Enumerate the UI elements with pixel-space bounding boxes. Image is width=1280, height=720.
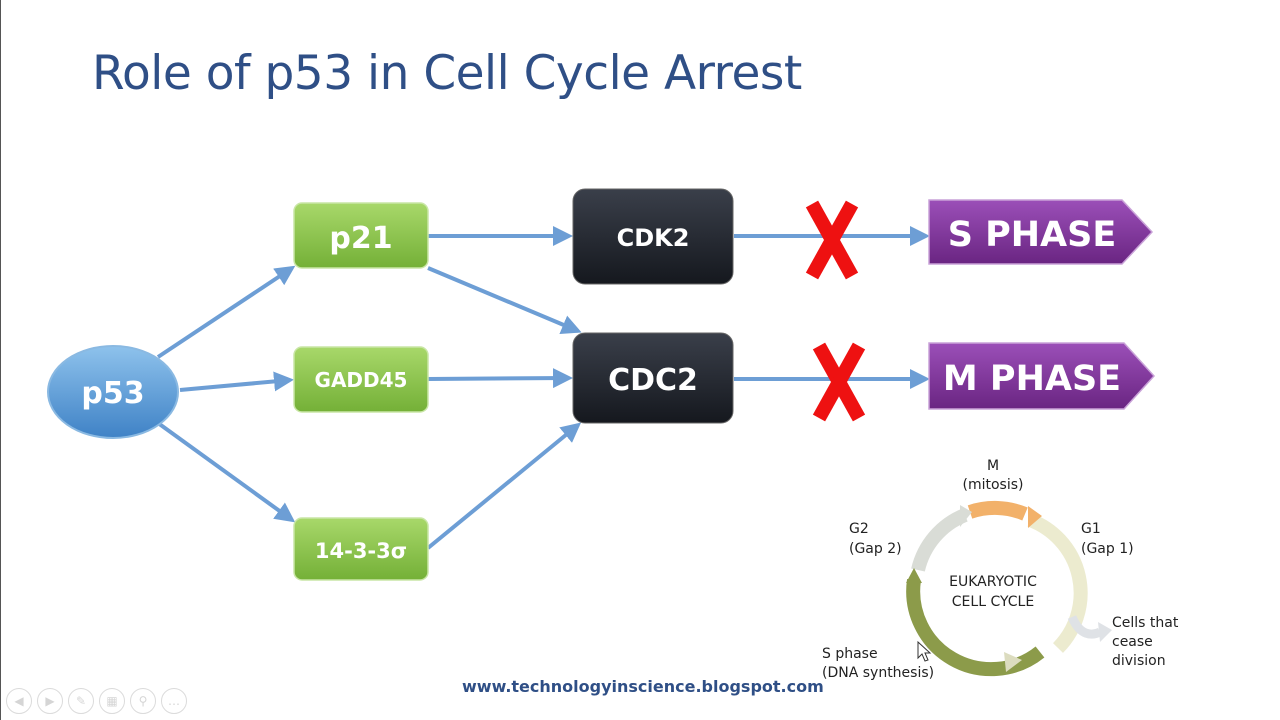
magnifier-icon: ⚲ — [139, 694, 148, 708]
cycle-exit-line3: division — [1112, 653, 1166, 669]
node-p53: p53 — [48, 346, 178, 438]
cycle-g1-sub: (Gap 1) — [1081, 541, 1134, 557]
cycle-s-label: S phase — [822, 646, 878, 662]
cycle-center-line2: CELL CYCLE — [952, 594, 1034, 610]
grid-icon: ▦ — [106, 694, 117, 708]
arrow-p53-sigma — [158, 423, 292, 520]
block-x-m-phase — [819, 346, 859, 418]
node-cdc2: CDC2 — [573, 333, 733, 423]
cycle-exit-line1: Cells that — [1112, 615, 1179, 631]
exit-arrow — [1072, 617, 1100, 634]
prev-button[interactable]: ◀ — [6, 688, 32, 714]
cycle-g1-label: G1 — [1081, 521, 1101, 537]
arrow-right-icon: ▶ — [45, 694, 54, 708]
node-cdk2: CDK2 — [573, 189, 733, 284]
cycle-m-sub: (mitosis) — [963, 477, 1024, 493]
node-p21-label: p21 — [329, 221, 392, 256]
cycle-g2-sub: (Gap 2) — [849, 541, 902, 557]
node-m-phase-label: M PHASE — [943, 359, 1121, 399]
arrow-left-icon: ◀ — [14, 694, 23, 708]
g1-arc — [1030, 520, 1081, 648]
cycle-exit-line2: cease — [1112, 634, 1153, 650]
next-button[interactable]: ▶ — [37, 688, 63, 714]
node-gadd45: GADD45 — [294, 347, 428, 412]
pen-icon: ✎ — [76, 694, 86, 708]
node-14-3-3-sigma: 14-3-3σ — [294, 518, 428, 580]
footer-url: www.technologyinscience.blogspot.com — [462, 677, 824, 696]
slides-button[interactable]: ▦ — [99, 688, 125, 714]
g2-arc — [918, 515, 965, 570]
cycle-s-sub: (DNA synthesis) — [822, 665, 934, 681]
arrow-sigma-cdc2 — [428, 425, 578, 548]
block-x-s-phase — [812, 204, 852, 276]
arrow-p53-gadd45 — [180, 380, 290, 390]
cycle-g2-label: G2 — [849, 521, 869, 537]
node-cdc2-label: CDC2 — [608, 363, 698, 398]
more-button[interactable]: … — [161, 688, 187, 714]
arrow-p53-p21 — [158, 268, 292, 357]
presentation-toolbar: ◀ ▶ ✎ ▦ ⚲ … — [6, 688, 187, 714]
node-14-3-3-sigma-label: 14-3-3σ — [315, 539, 407, 563]
more-icon: … — [168, 694, 180, 708]
node-gadd45-label: GADD45 — [315, 368, 408, 392]
m-arc — [970, 508, 1025, 514]
arrow-gadd45-cdc2 — [428, 378, 569, 379]
node-p21: p21 — [294, 203, 428, 268]
pen-button[interactable]: ✎ — [68, 688, 94, 714]
node-s-phase-label: S PHASE — [948, 215, 1117, 255]
node-cdk2-label: CDK2 — [617, 224, 690, 252]
pathway-arrows — [158, 236, 926, 548]
zoom-button[interactable]: ⚲ — [130, 688, 156, 714]
node-s-phase: S PHASE — [929, 200, 1152, 264]
arrow-p21-cdc2 — [428, 268, 578, 331]
node-p53-label: p53 — [81, 376, 144, 411]
cycle-m-label: M — [987, 458, 999, 474]
node-m-phase: M PHASE — [929, 343, 1154, 409]
cycle-center-line1: EUKARYOTIC — [949, 574, 1037, 590]
cell-cycle-inset: EUKARYOTIC CELL CYCLE M (mitosis) G1 (Ga… — [822, 458, 1179, 681]
